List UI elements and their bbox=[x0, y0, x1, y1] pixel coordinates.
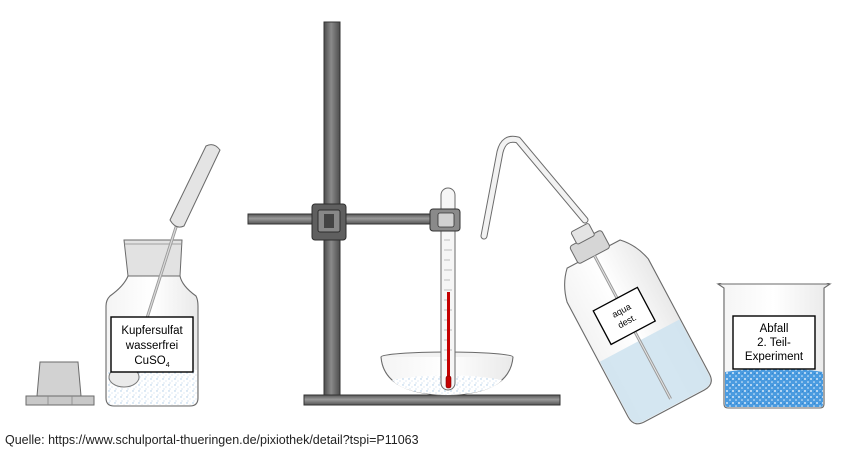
jar-label-formula-sub: 4 bbox=[166, 362, 170, 369]
waste-label-line3: Experiment bbox=[745, 351, 804, 363]
mercury-column bbox=[447, 292, 450, 378]
boss-head bbox=[311, 203, 347, 241]
jar-label-formula: CuSO4 bbox=[134, 355, 169, 369]
stopper bbox=[25, 361, 95, 406]
waste-label-line1: Abfall bbox=[760, 323, 789, 335]
stand-base bbox=[303, 394, 561, 406]
thermometer-clamp bbox=[429, 208, 461, 232]
waste-beaker: Abfall 2. Teil- Experiment bbox=[716, 282, 832, 409]
jar-label-line1: Kupfersulfat bbox=[121, 325, 183, 337]
thermometer bbox=[440, 187, 456, 391]
waste-label-line2: 2. Teil- bbox=[757, 337, 791, 349]
source-caption: Quelle: https://www.schulportal-thuering… bbox=[5, 433, 419, 447]
reagent-jar: Kupfersulfat wasserfrei CuSO4 bbox=[105, 144, 221, 407]
wash-bottle: aqua dest. bbox=[480, 135, 712, 425]
lab-setup-illustration: Kupfersulfat wasserfrei CuSO4 bbox=[25, 21, 832, 425]
jar-label-formula-main: CuSO bbox=[134, 355, 165, 367]
jar-label-line2: wasserfrei bbox=[125, 340, 178, 352]
